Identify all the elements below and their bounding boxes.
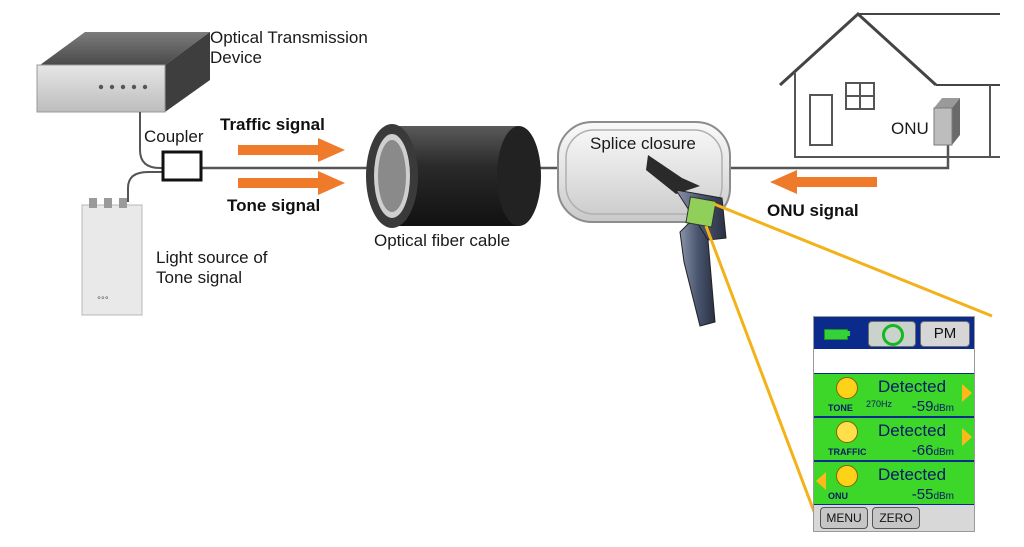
optical-fiber-cable-icon — [366, 124, 541, 228]
traffic-name: TRAFFIC — [828, 447, 867, 457]
traffic-value: -66 — [911, 442, 934, 459]
splice-closure-label: Splice closure — [590, 134, 696, 153]
onu-signal-arrow — [770, 170, 877, 194]
traffic-row[interactable]: Detected TRAFFIC -66dBm — [814, 418, 974, 462]
tone-signal-label: Tone signal — [227, 196, 321, 215]
onu-box-icon — [933, 98, 960, 146]
onu-name: ONU — [828, 491, 848, 501]
tone-row[interactable]: Detected TONE 270Hz -59dBm — [814, 374, 974, 418]
tone-next-arrow-icon[interactable] — [962, 384, 972, 402]
pm-button[interactable]: PM — [920, 321, 970, 347]
traffic-icon — [836, 421, 858, 443]
tone-unit: dBm — [933, 403, 954, 414]
tone-value: -59 — [911, 398, 934, 415]
light-source-icon: ᐤᐤᐤ — [81, 198, 143, 316]
onu-unit: dBm — [933, 491, 954, 502]
traffic-signal-arrow — [238, 138, 345, 162]
battery-icon — [824, 329, 848, 340]
tone-status: Detected — [878, 377, 947, 396]
zero-button[interactable]: ZERO — [872, 507, 920, 529]
power-button[interactable] — [868, 321, 916, 347]
house-icon — [778, 11, 1000, 158]
traffic-next-arrow-icon[interactable] — [962, 428, 972, 446]
tone-frequency: 270Hz — [866, 399, 893, 409]
onu-prev-arrow-icon[interactable] — [816, 472, 826, 490]
onu-status: Detected — [878, 465, 947, 484]
optical-transmission-device-icon — [36, 32, 210, 113]
coupler-label: Coupler — [144, 127, 204, 146]
tone-signal-arrow — [238, 171, 345, 195]
callout-lines — [704, 202, 993, 531]
optical-transmission-device-label: Optical Transmission Device — [210, 28, 368, 67]
coupler-icon — [161, 150, 203, 182]
onu-label: ONU — [891, 119, 929, 138]
screen-bottom-bar: MENU ZERO — [814, 505, 974, 531]
onu-signal-label: ONU signal — [767, 201, 859, 220]
handheld-tester-icon — [646, 155, 727, 327]
onu-value: -55 — [911, 486, 934, 503]
menu-button[interactable]: MENU — [820, 507, 868, 529]
light-source-label: Light source of Tone signal — [156, 248, 268, 287]
onu-house-icon — [836, 465, 858, 487]
optical-fiber-cable-label: Optical fiber cable — [374, 231, 511, 250]
svg-text:ᐤᐤᐤ: ᐤᐤᐤ — [97, 295, 109, 306]
screen-top-bar: PM — [814, 317, 974, 349]
traffic-unit: dBm — [933, 447, 954, 458]
traffic-signal-label: Traffic signal — [220, 115, 325, 134]
tone-name: TONE — [828, 403, 853, 413]
screen-blank-row — [814, 349, 974, 374]
tone-icon — [836, 377, 858, 399]
tester-screen: PM Detected TONE 270Hz -59dBm Detected T… — [813, 316, 975, 532]
traffic-status: Detected — [878, 421, 947, 440]
power-icon — [882, 324, 904, 346]
onu-row[interactable]: Detected ONU -55dBm — [814, 462, 974, 506]
